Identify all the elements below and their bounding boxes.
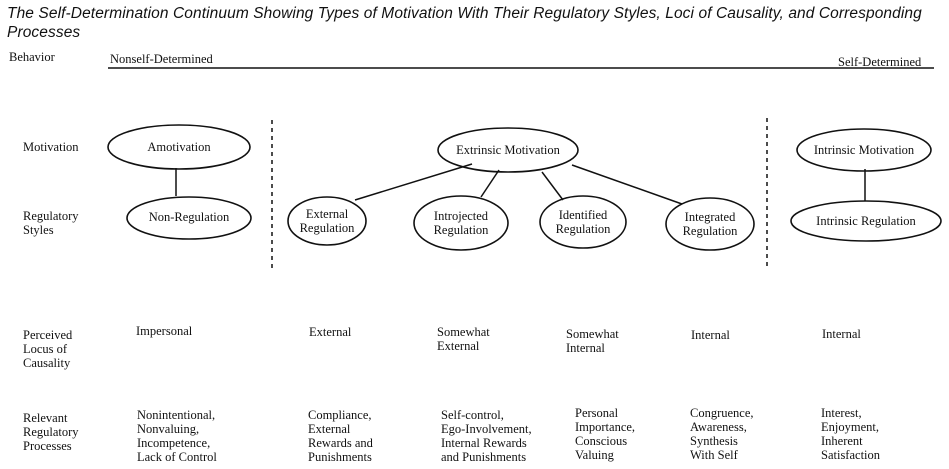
row-label-motivation: Motivation xyxy=(23,140,79,154)
introjected-regulation-node: Introjected Regulation xyxy=(433,209,489,237)
locus-external: External xyxy=(309,325,352,339)
nonself-determined-label: Nonself-Determined xyxy=(110,52,213,66)
amotivation-ellipse xyxy=(107,124,251,170)
connector-introjected xyxy=(480,169,500,198)
locus-somewhat-external: Somewhat External xyxy=(437,325,490,353)
connector-identified xyxy=(541,171,564,201)
locus-internal-intrinsic: Internal xyxy=(822,327,861,341)
behavior-label: Behavior xyxy=(9,50,55,64)
processes-external: Compliance, External Rewards and Punishm… xyxy=(308,408,373,464)
locus-internal-integrated: Internal xyxy=(691,328,730,342)
locus-impersonal: Impersonal xyxy=(136,324,193,338)
connector-external xyxy=(354,163,473,201)
non-regulation-node: Non-Regulation xyxy=(148,210,230,224)
integrated-regulation-node: Integrated Regulation xyxy=(682,210,738,238)
intrinsic-regulation-node: Intrinsic Regulation xyxy=(816,214,916,228)
introjected-regulation-ellipse xyxy=(413,195,509,251)
intrinsic-regulation-ellipse xyxy=(790,200,942,242)
identified-regulation-node: Identified Regulation xyxy=(555,208,611,236)
processes-identified: Personal Importance, Conscious Valuing xyxy=(575,406,636,462)
extrinsic-motivation-node: Extrinsic Motivation xyxy=(456,143,560,157)
row-label-regulatory-styles: Regulatory Styles xyxy=(23,209,79,237)
row-label-processes: Relevant Regulatory Processes xyxy=(23,411,79,453)
figure-title: The Self-Determination Continuum Showing… xyxy=(7,5,922,41)
external-regulation-node: External Regulation xyxy=(299,207,355,235)
locus-somewhat-internal: Somewhat Internal xyxy=(566,327,619,355)
processes-integrated: Congruence, Awareness, Synthesis With Se… xyxy=(690,406,754,462)
connector-integrated xyxy=(571,164,683,205)
intrinsic-motivation-node: Intrinsic Motivation xyxy=(813,143,915,157)
processes-intrinsic: Interest, Enjoyment, Inherent Satisfacti… xyxy=(821,406,881,462)
self-determined-label: Self-Determined xyxy=(838,55,922,69)
processes-introjected: Self-control, Ego-Involvement, Internal … xyxy=(441,408,532,464)
intrinsic-ellipse xyxy=(796,128,932,172)
integrated-regulation-ellipse xyxy=(665,197,755,251)
row-label-locus: Perceived Locus of Causality xyxy=(23,328,73,370)
processes-amotivation: Nonintentional, Nonvaluing, Incompetence… xyxy=(137,408,217,464)
amotivation-node: Amotivation xyxy=(147,140,211,154)
extrinsic-ellipse xyxy=(437,127,579,173)
identified-regulation-ellipse xyxy=(539,195,627,249)
non-regulation-ellipse xyxy=(126,196,252,240)
external-regulation-ellipse xyxy=(287,196,367,246)
